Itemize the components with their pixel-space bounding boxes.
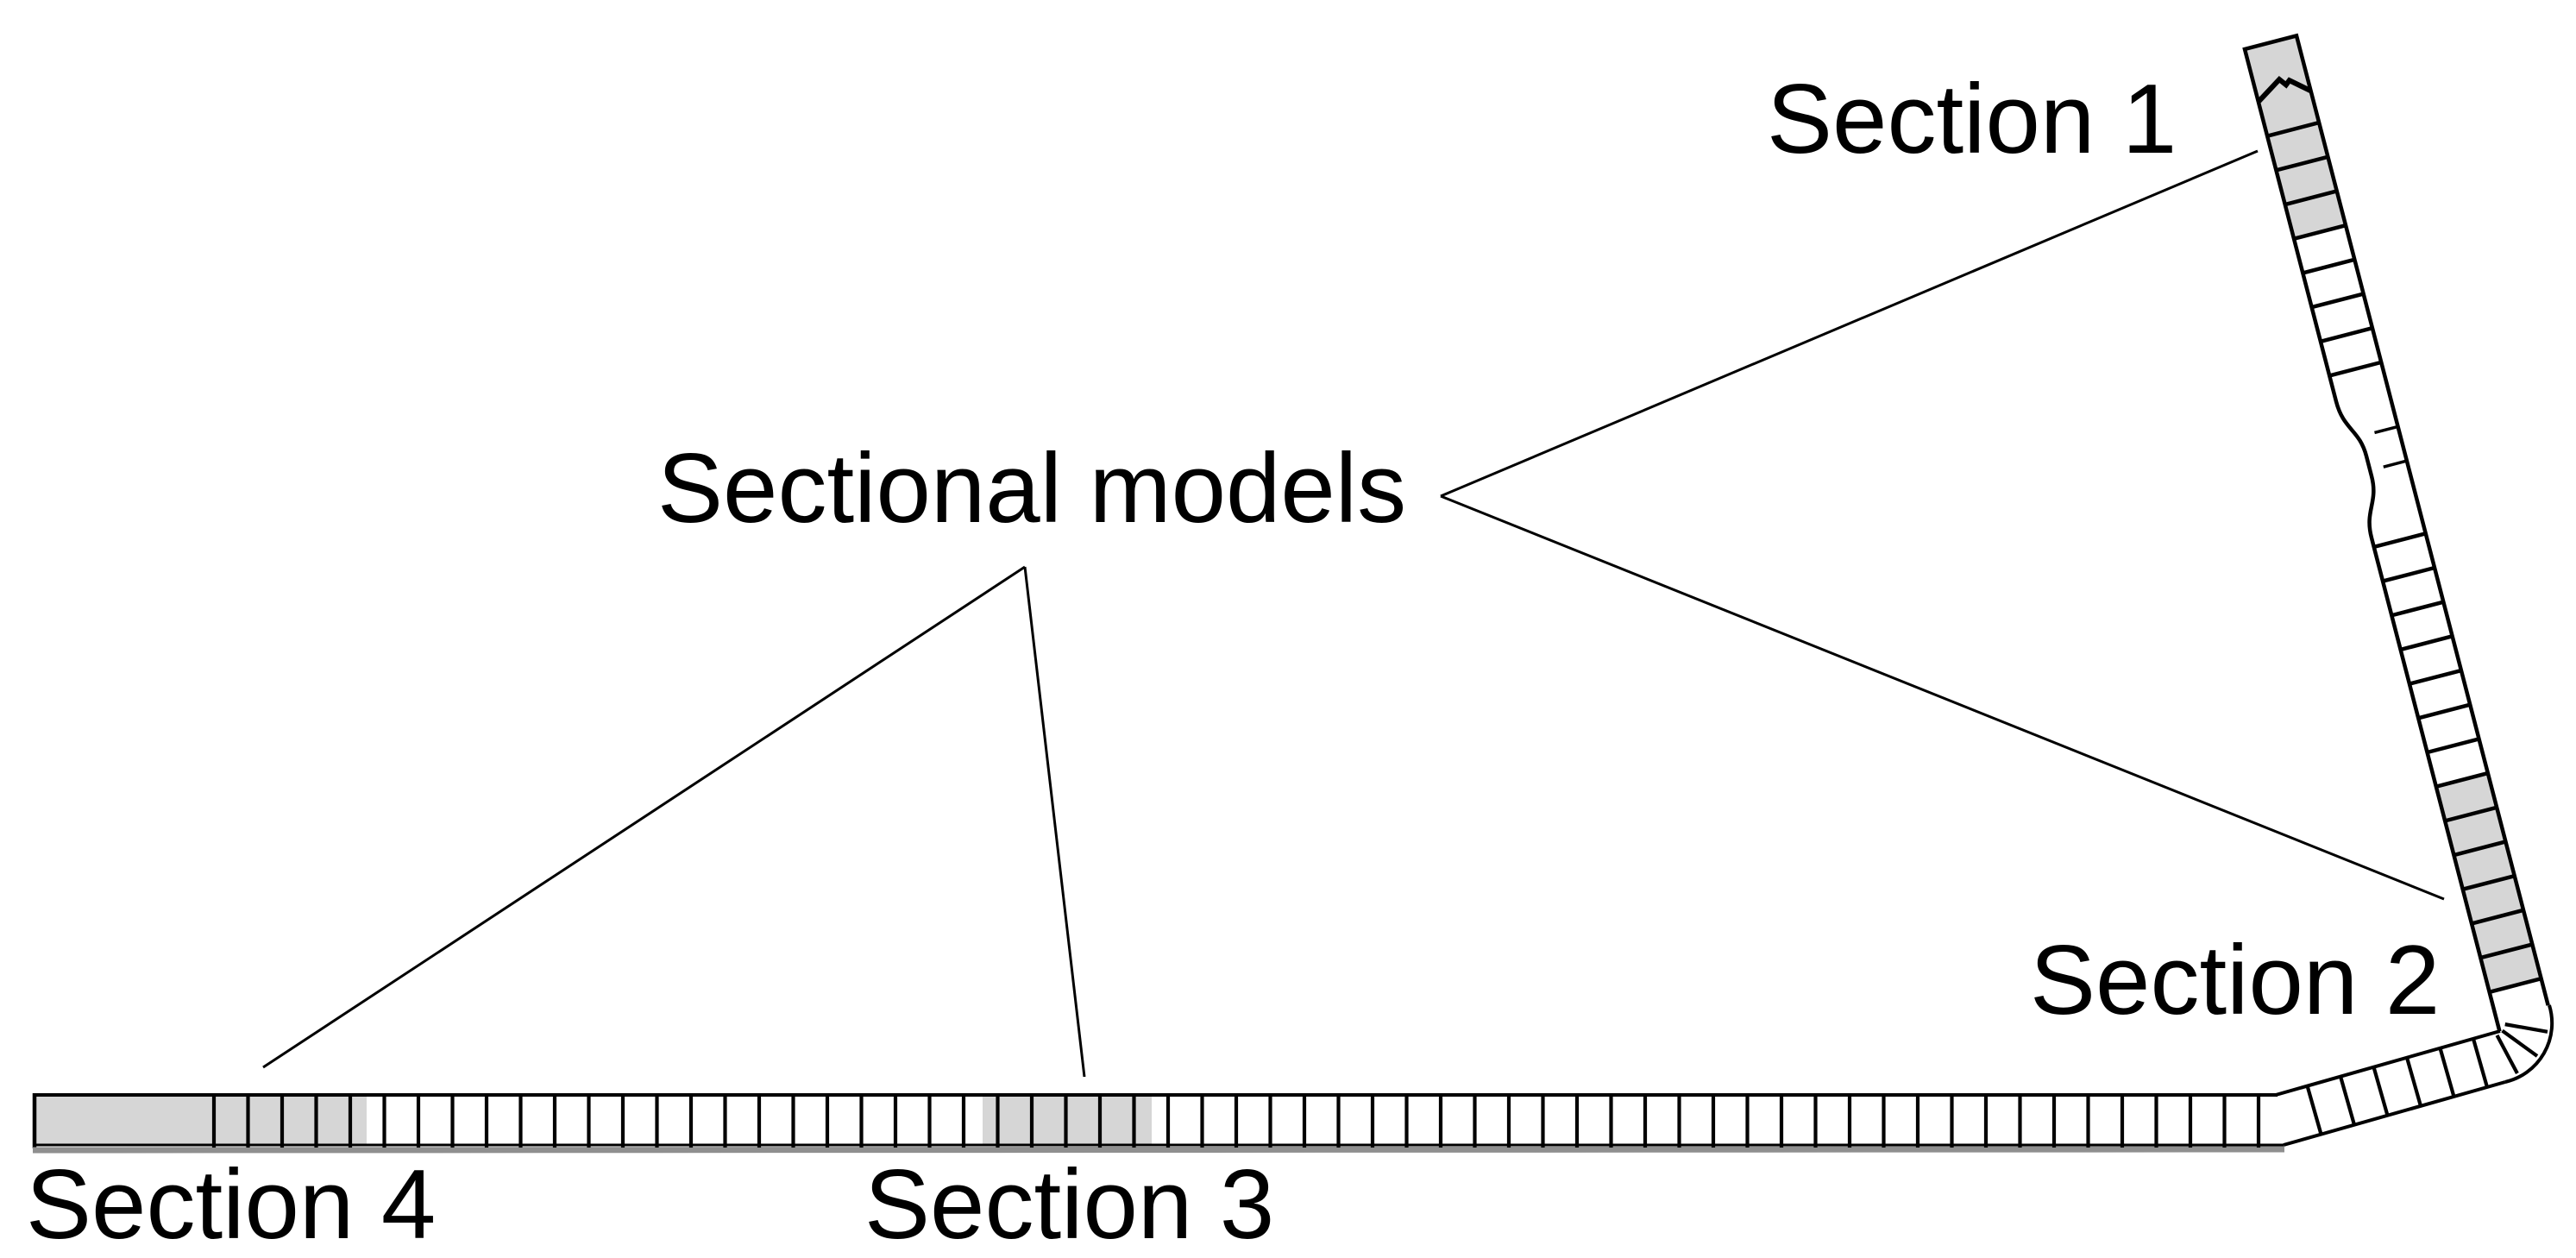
segment-divider [2504, 1022, 2548, 1034]
break-mark-chevron [2256, 75, 2312, 104]
flat-strip-segment-dividers [211, 1095, 2261, 1148]
vertical-strip-segment-dividers [2266, 120, 2542, 994]
segment-divider [2444, 805, 2497, 823]
segment-divider [2438, 1047, 2456, 1098]
segment-divider [2400, 634, 2453, 652]
segment-divider [2409, 668, 2462, 686]
segment-divider [2426, 737, 2480, 755]
segment-divider [2435, 771, 2489, 789]
segment-divider [2320, 326, 2373, 343]
leader-to-section-1 [1440, 149, 2259, 498]
leader-to-section-4 [262, 565, 1026, 1069]
segment-divider [2339, 1076, 2356, 1125]
flat-strip-baseline-shadow [32, 1146, 2285, 1154]
inclined-strip-top-edge [2275, 1029, 2501, 1097]
vertical-strip-gray-fills [2245, 35, 2541, 992]
flat-strip-gray-fills [35, 1095, 1152, 1145]
segment-divider [2453, 840, 2507, 858]
segment-divider [2373, 532, 2427, 550]
segment-divider [2305, 1085, 2323, 1135]
label-section-2: Section 2 [2030, 926, 2440, 1035]
label-sectional-models: Sectional models [657, 434, 1406, 544]
flume-inclined-strip [2275, 1004, 2554, 1147]
segment-divider [2266, 120, 2320, 138]
flume-horizontal-strip [32, 1093, 2285, 1154]
inclined-strip-bottom-edge [2283, 1080, 2506, 1147]
inclined-strip-segment-dividers [2305, 1038, 2489, 1135]
segment-divider [2495, 1034, 2519, 1075]
segment-divider [2372, 1066, 2390, 1116]
label-section-4: Section 4 [26, 1150, 436, 1258]
section4-solid-gray [35, 1095, 214, 1145]
label-section-1: Section 1 [1767, 65, 2177, 174]
segment-divider [2462, 873, 2516, 891]
segment-half-divider [2374, 425, 2399, 435]
segment-divider [2311, 292, 2365, 310]
leader-to-section-2 [1440, 494, 2445, 901]
segment-divider [2382, 565, 2435, 583]
label-section-3: Section 3 [864, 1150, 1274, 1258]
segment-divider [2404, 1057, 2422, 1107]
section1-gray [2245, 35, 2347, 239]
bend-outer-arc [2504, 1004, 2554, 1084]
segment-divider [2501, 1028, 2539, 1058]
leader-lines [262, 149, 2445, 1078]
vertical-strip-outline [2242, 33, 2550, 1032]
segment-divider [2471, 1038, 2489, 1088]
segment-divider [2302, 257, 2355, 275]
segment-divider [2275, 154, 2329, 173]
segment-divider [2479, 942, 2533, 960]
section-labels: Sectional models Section 1 Section 2 Sec… [26, 65, 2440, 1258]
segment-divider [2489, 977, 2542, 994]
segment-divider [2391, 600, 2444, 618]
segment-divider [2328, 360, 2382, 378]
leader-to-section-3 [1023, 566, 1086, 1078]
segment-divider [2417, 702, 2471, 720]
segment-divider [2284, 189, 2338, 207]
bend-fan-dividers [2495, 1022, 2548, 1075]
notch-half-dividers [2374, 425, 2408, 469]
flume-vertical-strip [2242, 33, 2550, 1032]
segment-divider [2471, 908, 2524, 926]
segment-divider [2293, 223, 2347, 241]
segment-half-divider [2383, 459, 2408, 469]
section4-segmented-gray [214, 1095, 367, 1145]
